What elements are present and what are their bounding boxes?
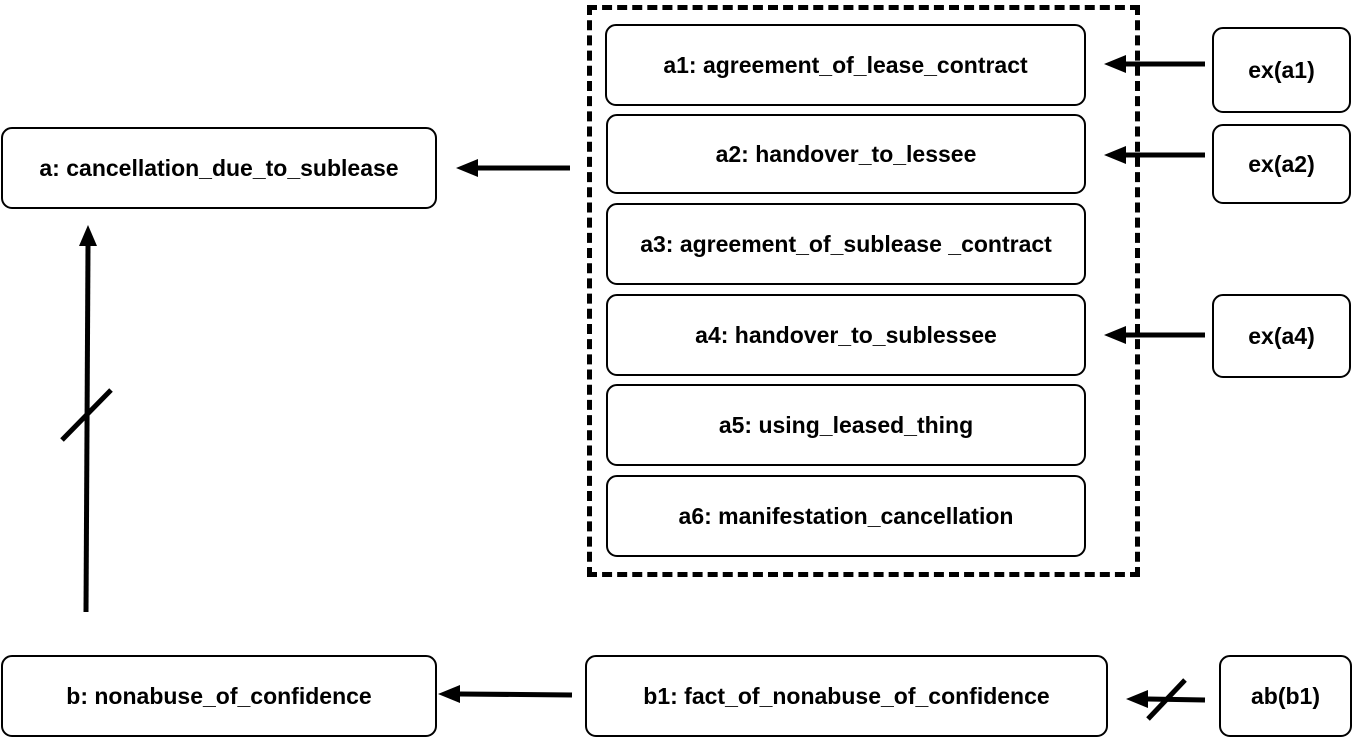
node-ex-a4[interactable]: ex(a4) — [1212, 294, 1351, 378]
node-b-label: b: nonabuse_of_confidence — [66, 682, 372, 709]
attack-slash-icon — [1146, 678, 1187, 721]
node-a4-label: a4: handover_to_sublessee — [695, 321, 997, 348]
node-ab-b1-label: ab(b1) — [1251, 682, 1320, 709]
edge-ex-a2-to-a2 — [1104, 146, 1205, 164]
edge-b-attacks-a — [60, 225, 113, 613]
node-a6[interactable]: a6: manifestation_cancellation — [606, 475, 1086, 557]
node-a3-label: a3: agreement_of_sublease _contract — [640, 230, 1052, 257]
arrowhead-icon — [1104, 146, 1126, 164]
node-a5-label: a5: using_leased_thing — [718, 411, 974, 438]
node-b[interactable]: b: nonabuse_of_confidence — [1, 655, 437, 737]
node-ab-b1[interactable]: ab(b1) — [1219, 655, 1352, 737]
node-a1-label: a1: agreement_of_lease_contract — [663, 51, 1028, 78]
node-ex-a1[interactable]: ex(a1) — [1212, 27, 1351, 113]
node-ex-a4-label: ex(a4) — [1248, 322, 1315, 349]
node-b1-label: b1: fact_of_nonabuse_of_confidence — [643, 682, 1050, 709]
node-ex-a2-label: ex(a2) — [1248, 150, 1315, 177]
node-a2-label: a2: handover_to_lessee — [715, 140, 977, 167]
arrowhead-icon — [1104, 55, 1126, 73]
node-a5[interactable]: a5: using_leased_thing — [606, 384, 1086, 466]
arrowhead-icon — [456, 159, 478, 177]
arrowhead-icon — [1126, 690, 1148, 708]
node-a1[interactable]: a1: agreement_of_lease_contract — [605, 24, 1086, 106]
edge-ab-b1-attacks-b1 — [1126, 678, 1206, 721]
node-a2[interactable]: a2: handover_to_lessee — [606, 114, 1086, 194]
arrowhead-icon — [79, 225, 97, 246]
arrowhead-icon — [1104, 326, 1126, 344]
node-ex-a1-label: ex(a1) — [1248, 56, 1315, 83]
node-a3[interactable]: a3: agreement_of_sublease _contract — [606, 203, 1086, 285]
attack-slash-icon — [60, 388, 113, 442]
node-a6-label: a6: manifestation_cancellation — [678, 502, 1014, 529]
node-a4[interactable]: a4: handover_to_sublessee — [606, 294, 1086, 376]
node-b1[interactable]: b1: fact_of_nonabuse_of_confidence — [585, 655, 1108, 737]
node-ex-a2[interactable]: ex(a2) — [1212, 124, 1351, 204]
edge-ex-a4-to-a4 — [1104, 326, 1205, 344]
edge-ex-a1-to-a1 — [1104, 55, 1205, 73]
edge-b1-to-b — [438, 685, 573, 703]
edge-group-to-a — [456, 159, 570, 177]
premise-group-box — [587, 5, 1140, 577]
node-a[interactable]: a: cancellation_due_to_sublease — [1, 127, 437, 209]
node-a-label: a: cancellation_due_to_sublease — [39, 154, 399, 181]
arrowhead-icon — [438, 685, 460, 703]
